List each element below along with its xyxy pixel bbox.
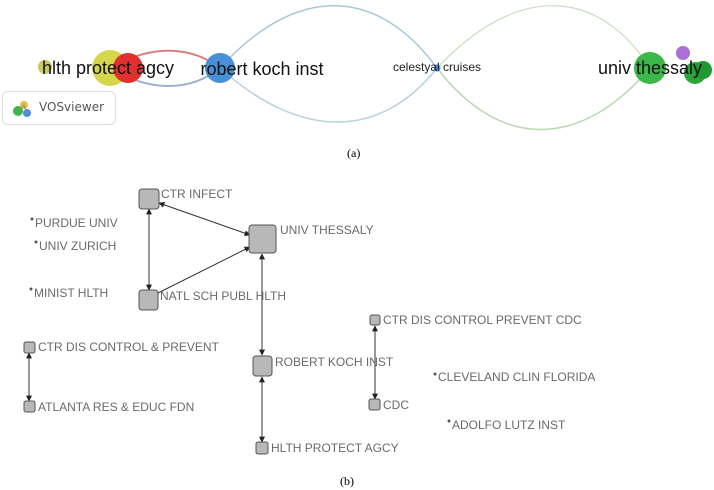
vosviewer-logo-badge: VOSviewer: [2, 91, 116, 125]
link-rki-thessaly: [219, 5, 438, 69]
label-ctr-dis-prev: CTR DIS CONTROL & PREVENT: [38, 340, 220, 354]
node-thessaly: [634, 52, 666, 84]
node-purple: [676, 46, 690, 60]
label-cdc: CDC: [383, 398, 409, 412]
label-purdue: PURDUE UNIV: [35, 216, 118, 230]
link-celestyal-thessaly: [436, 67, 651, 131]
label-cleveland: CLEVELAND CLIN FLORIDA: [438, 370, 595, 384]
node-minist: [29, 287, 33, 291]
label-minist: MINIST HLTH: [34, 286, 108, 300]
label-rki: robert koch inst: [200, 59, 323, 79]
node-rki: [205, 53, 235, 83]
node-atlanta: [23, 400, 36, 413]
node-natl-sch: [138, 289, 159, 311]
node-cdc: [368, 398, 381, 411]
panel-a-network: hlth protect agcy robert koch inst celes…: [38, 5, 712, 131]
node-cdc-prev: [369, 314, 381, 326]
link-thessaly-celestyal: [436, 5, 651, 69]
node-ctr-infect: [138, 188, 160, 210]
label-cdc-prev: CTR DIS CONTROL PREVENT CDC: [383, 313, 582, 327]
label-thessaly: univ thessaly: [598, 58, 702, 78]
node-ctr-dis-prev: [23, 341, 36, 354]
node-small-yellow: [38, 60, 52, 74]
node-purdue: [30, 217, 34, 221]
vosviewer-logo-icon: [13, 101, 31, 117]
label-hlth-b: HLTH PROTECT AGCY: [271, 441, 399, 455]
caption-a: (a): [347, 146, 360, 160]
label-atlanta: ATLANTA RES & EDUC FDN: [38, 400, 194, 414]
link-rki-celestyal: [219, 67, 438, 123]
caption-b: (b): [340, 474, 354, 488]
label-zurich: UNIV ZURICH: [39, 239, 116, 253]
label-rki-b: ROBERT KOCH INST: [275, 355, 394, 369]
node-cleveland: [433, 372, 437, 376]
label-adolfo: ADOLFO LUTZ INST: [452, 418, 566, 432]
label-ctr-infect: CTR INFECT: [161, 187, 233, 201]
node-celestyal: [433, 64, 441, 72]
edge-ctrinfect-thessaly: [158, 201, 251, 237]
label-univ-thessaly: UNIV THESSALY: [280, 223, 374, 237]
label-celestyal: celestyal cruises: [393, 60, 481, 74]
node-zurich: [34, 240, 38, 244]
node-rki-b: [252, 355, 273, 377]
edge-natlsch-thessaly: [157, 246, 251, 294]
node-red: [113, 53, 143, 83]
label-natl-sch: NATL SCH PUBL HLTH: [160, 289, 286, 303]
node-adolfo: [447, 419, 451, 423]
node-univ-thessaly: [248, 224, 277, 254]
vosviewer-logo-text: VOSviewer: [39, 100, 105, 114]
node-green-3: [694, 61, 712, 79]
node-hlth-b: [255, 441, 269, 455]
panel-b-network: CTR INFECT UNIV THESSALY PURDUE UNIV UNI…: [23, 187, 595, 455]
label-hlth-protect: hlth protect agcy: [42, 58, 174, 78]
